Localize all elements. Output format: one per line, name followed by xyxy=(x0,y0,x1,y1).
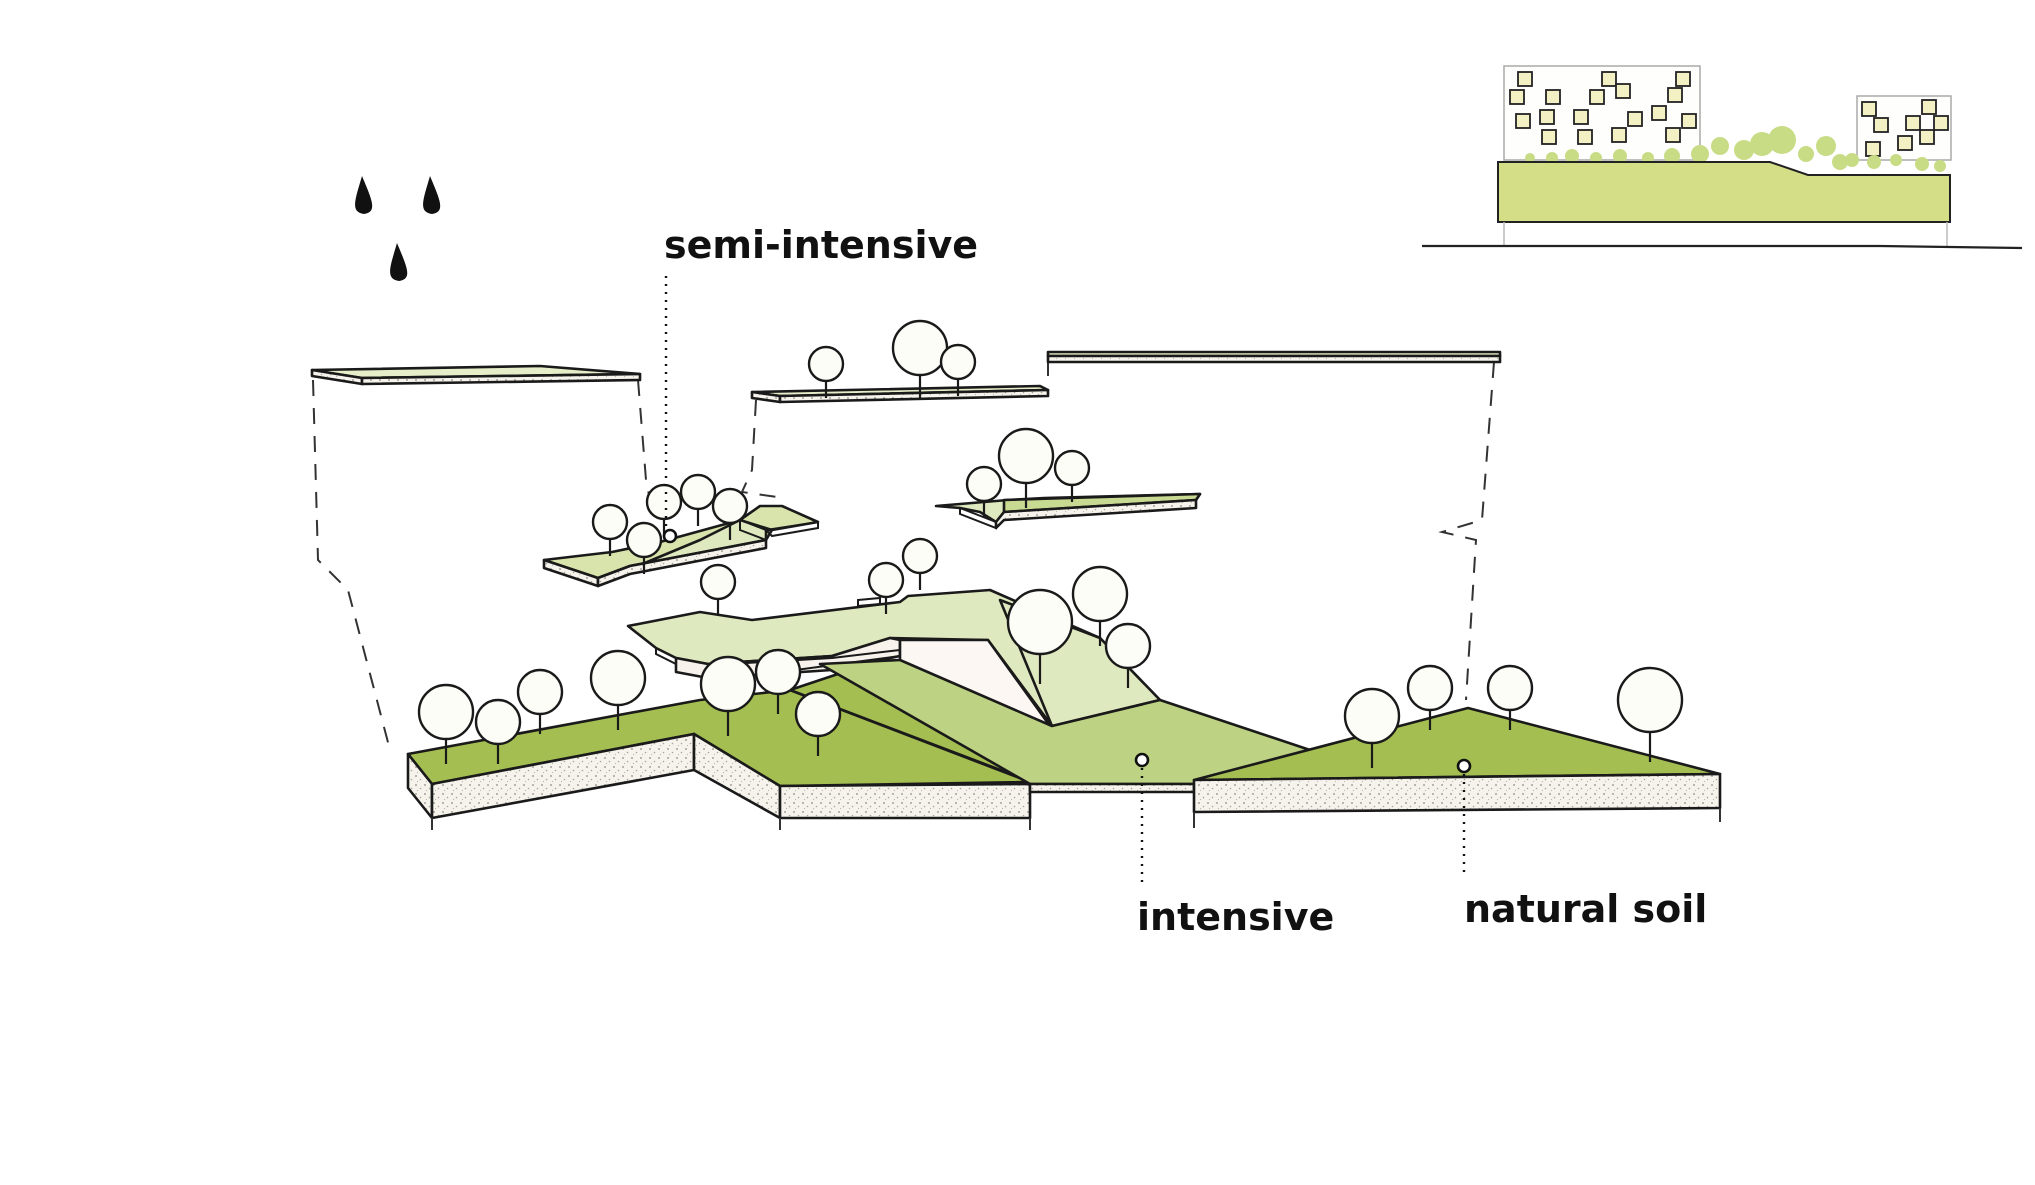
natural-soil-marker xyxy=(1456,758,1472,774)
label-intensive: intensive xyxy=(1137,895,1334,939)
leader-lines xyxy=(664,276,1466,884)
terrace-upper-right xyxy=(934,427,1202,530)
inset-windows xyxy=(1509,71,1949,157)
roof-slab-mid xyxy=(750,319,1050,404)
inset-green-roof xyxy=(1497,161,1951,223)
rain-drops-icon xyxy=(355,176,441,281)
rain-drop-icon xyxy=(423,176,441,214)
terrace-semi-intensive xyxy=(542,473,820,588)
roof-slab-left xyxy=(310,364,642,386)
label-semi-intensive: semi-intensive xyxy=(664,223,978,267)
roof-slab-right xyxy=(1046,350,1502,364)
inset-ground-line xyxy=(1422,244,2023,250)
inset-elevation xyxy=(1422,65,2023,250)
label-natural-soil: natural soil xyxy=(1464,887,1707,931)
rain-drop-icon xyxy=(355,176,373,214)
rain-drop-icon xyxy=(390,243,408,281)
intensive-marker xyxy=(1134,752,1150,768)
ground-level xyxy=(406,648,1722,830)
dashed-connectors xyxy=(312,360,1495,751)
